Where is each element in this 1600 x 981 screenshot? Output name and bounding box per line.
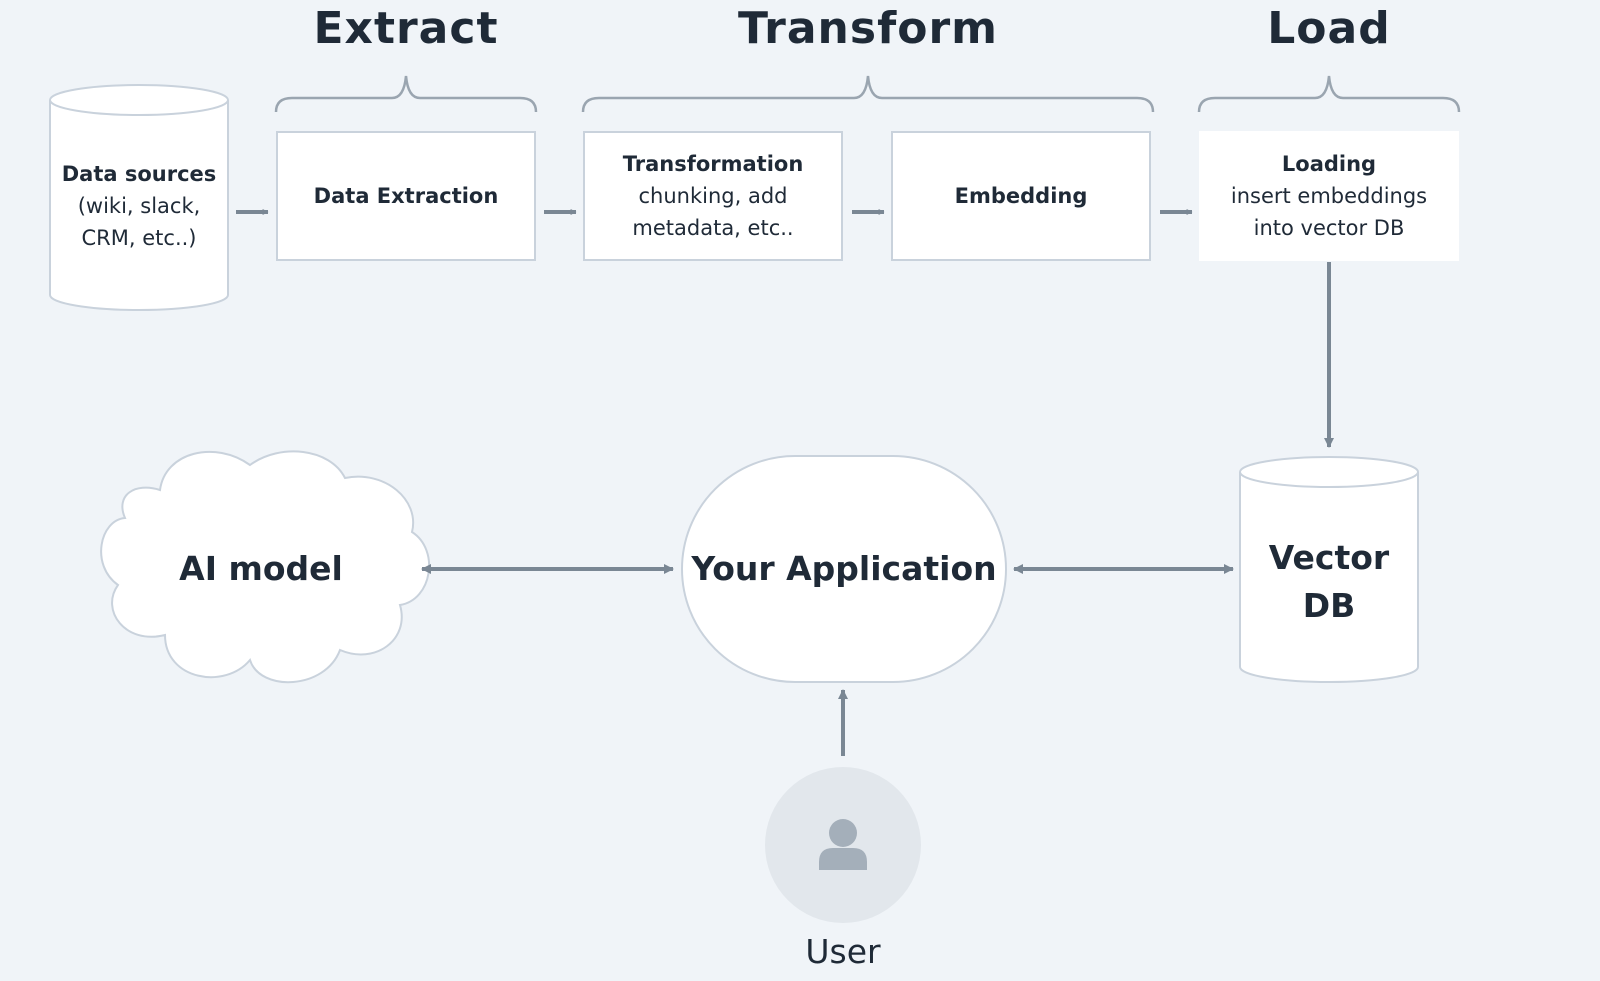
data-sources-detail-2: CRM, etc..): [81, 226, 197, 250]
user-icon: [819, 819, 867, 870]
user-label: User: [805, 932, 881, 971]
data-sources-cylinder: [49, 84, 229, 311]
loading-title: Loading: [1281, 152, 1377, 176]
transformation-title: Transformation: [622, 152, 804, 176]
data-sources-detail-1: (wiki, slack,: [77, 194, 201, 218]
vector-db-line-2: DB: [1302, 586, 1356, 625]
embedding-title: Embedding: [954, 184, 1088, 208]
loading-description: insert embeddings into vector DB: [1230, 184, 1428, 240]
ai-model-label: AI model: [179, 549, 343, 588]
vector-db-label: Vector DB: [1240, 534, 1418, 630]
stage-extract-title: Extract: [313, 3, 499, 54]
application-label: Your Application: [691, 549, 997, 588]
ai-model-cloud: [100, 450, 430, 684]
load-brace: [1197, 75, 1461, 113]
data-sources-label: Data sources (wiki, slack, CRM, etc..): [50, 158, 228, 254]
data-extraction-box: Data Extraction: [276, 131, 536, 261]
stage-transform-title: Transform: [737, 3, 998, 54]
extract-brace: [274, 75, 538, 113]
stage-load-title: Load: [1267, 3, 1391, 54]
embedding-box: Embedding: [891, 131, 1151, 261]
transformation-box: Transformation chunking, add metadata, e…: [583, 131, 843, 261]
vector-db-cylinder: [1239, 456, 1419, 683]
data-sources-title: Data sources: [61, 162, 217, 186]
transform-brace: [581, 75, 1155, 113]
data-extraction-title: Data Extraction: [313, 184, 499, 208]
loading-box: Loading insert embeddings into vector DB: [1199, 131, 1459, 261]
transformation-description: chunking, add metadata, etc..: [632, 184, 794, 240]
vector-db-line-1: Vector: [1268, 538, 1390, 577]
application-shape: [681, 455, 1007, 683]
